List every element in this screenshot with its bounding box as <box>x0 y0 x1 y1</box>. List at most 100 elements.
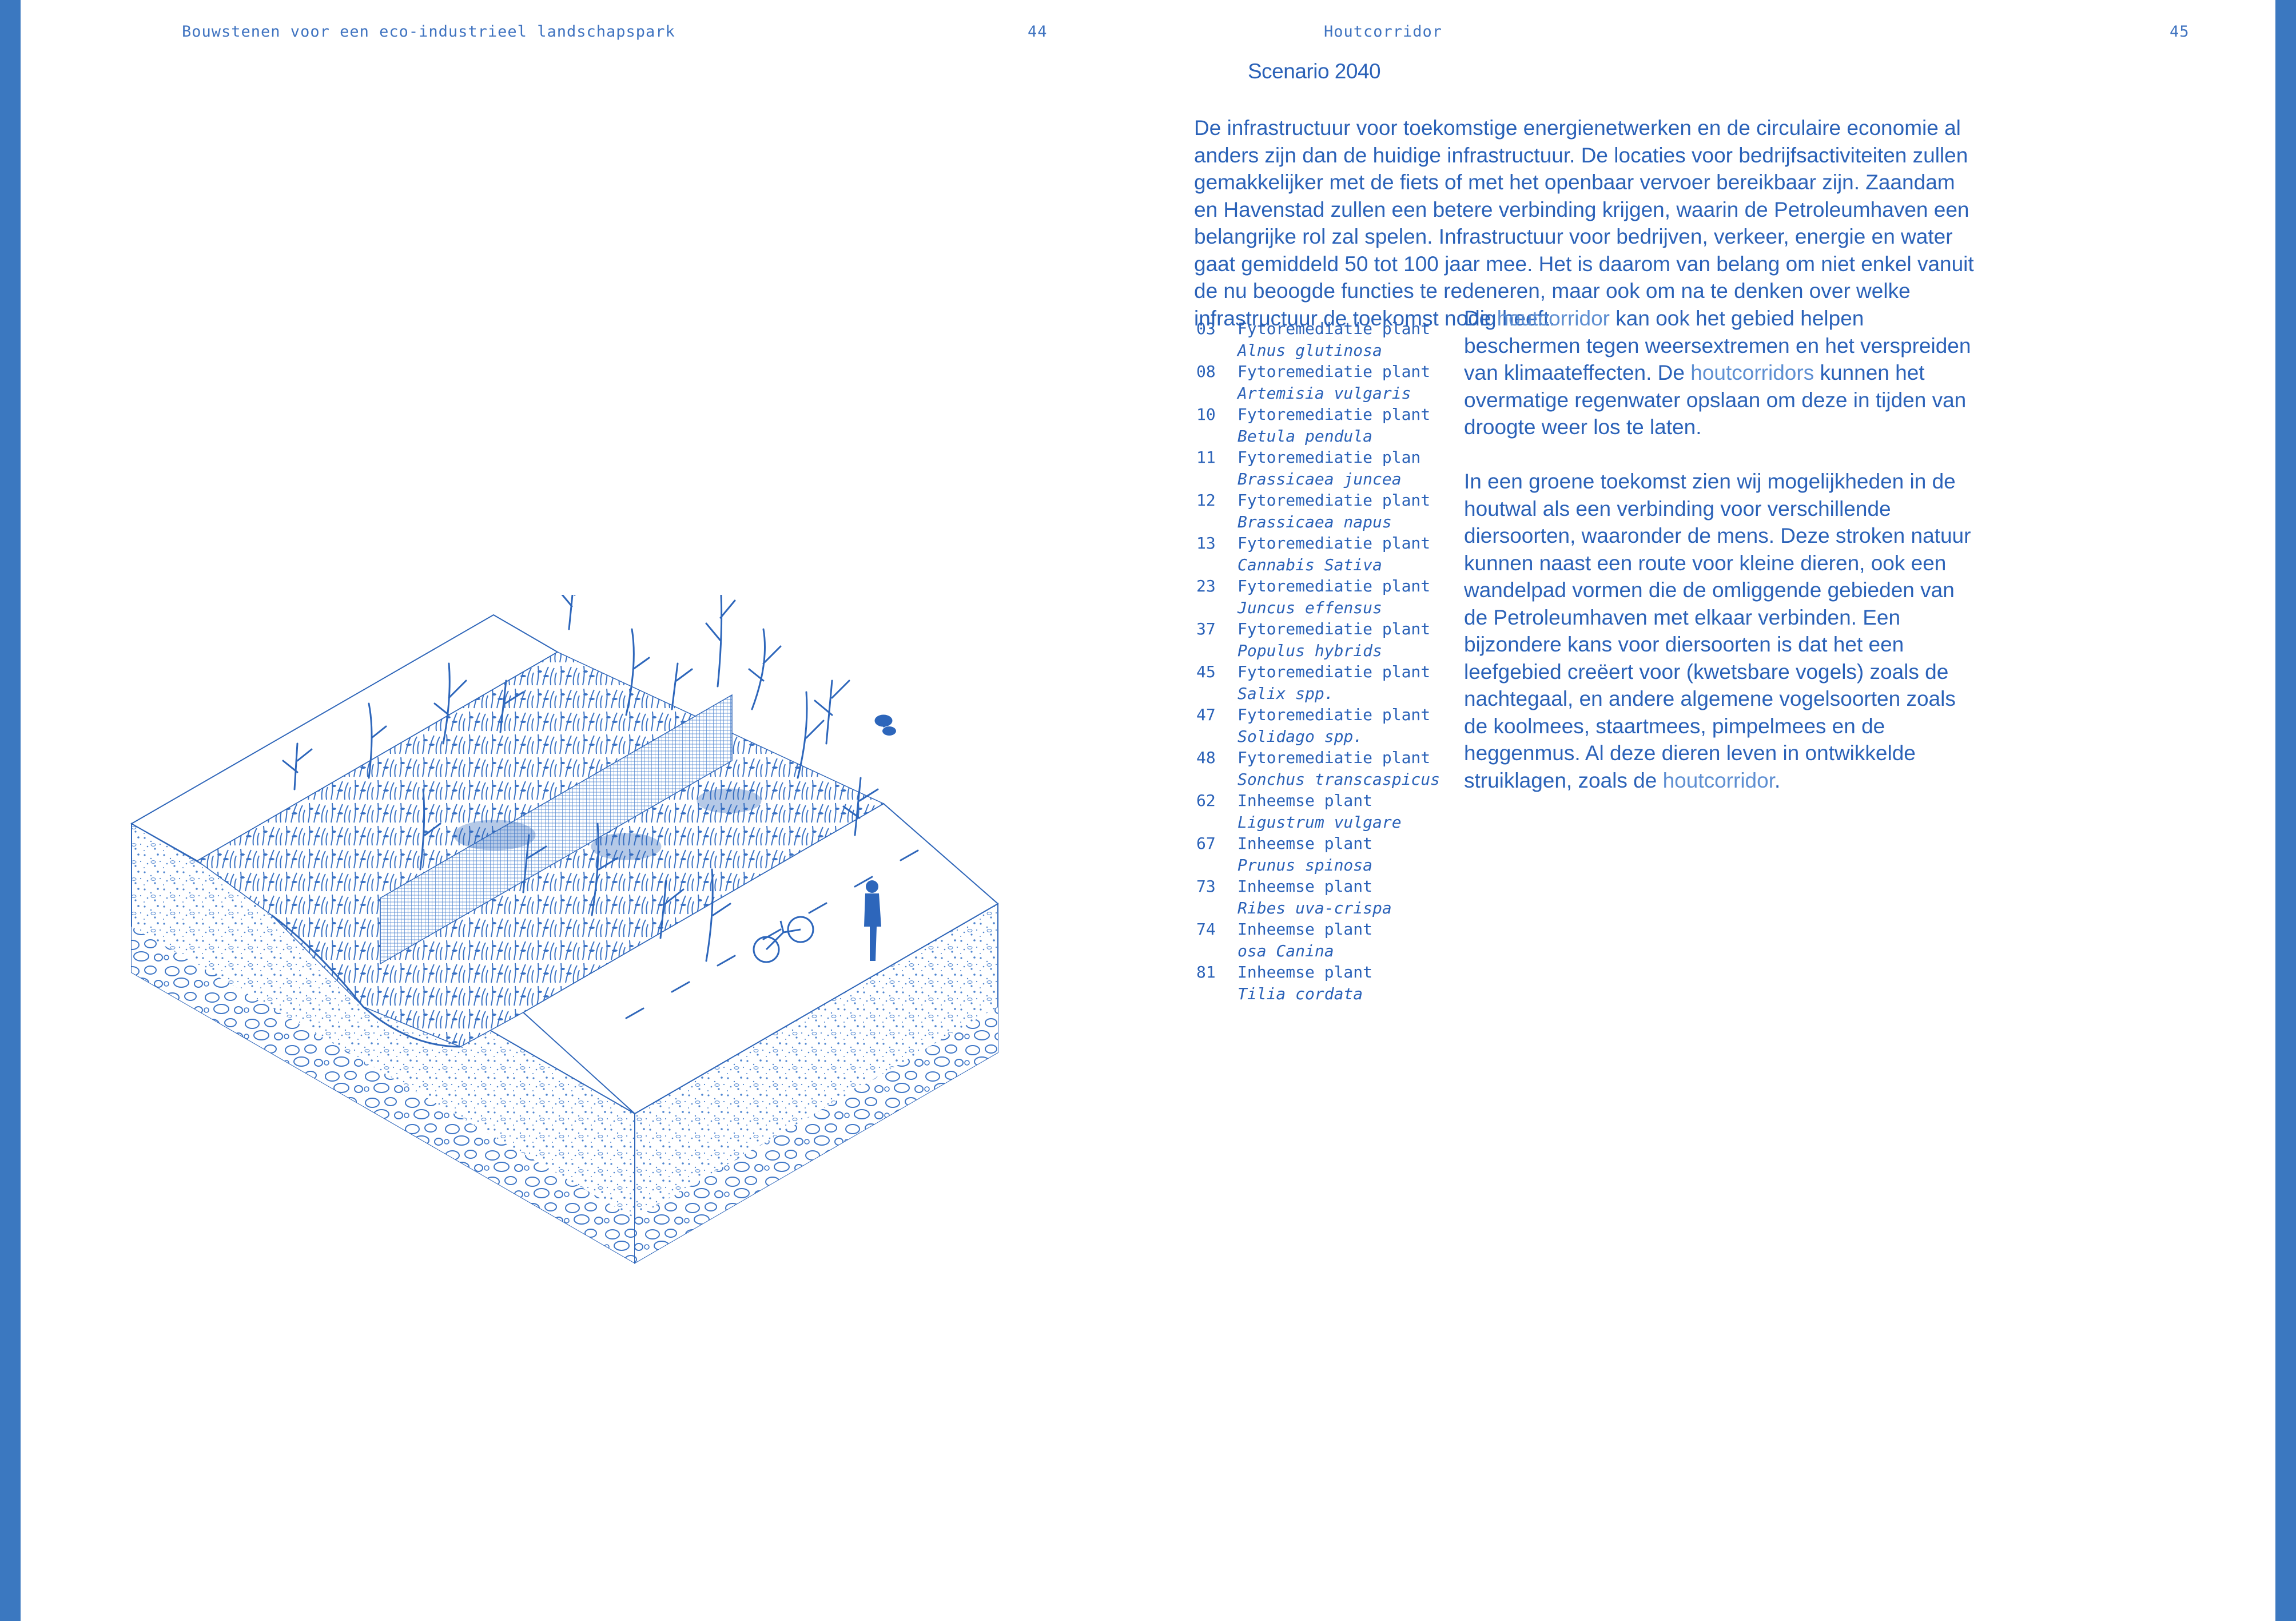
legend-number: 74 <box>1196 920 1216 939</box>
legend-spacer <box>1196 897 1237 919</box>
legend-kind: Inheemse plant <box>1237 834 1373 853</box>
legend-latin-row: Brassicaea napus <box>1196 511 1471 533</box>
isometric-corridor-illustration <box>130 595 999 1264</box>
legend-spacer <box>1196 554 1237 576</box>
running-header-right: Houtcorridor <box>1324 23 1443 41</box>
legend-kind: Fytoremediatie plant <box>1237 662 1431 681</box>
legend-latin-name: Prunus spinosa <box>1237 855 1373 875</box>
legend-latin-name: Juncus effensus <box>1237 598 1382 617</box>
legend-latin-name: Brassicaea napus <box>1237 512 1392 531</box>
legend-number: 03 <box>1196 319 1216 338</box>
bird-figure <box>878 720 896 736</box>
legend-latin-name: Ligustrum vulgare <box>1237 812 1402 832</box>
legend-latin-row: osa Canina <box>1196 940 1471 962</box>
legend-entry: 48 Fytoremediatie plant <box>1196 747 1471 769</box>
legend-latin-row: Betula pendula <box>1196 426 1471 447</box>
legend-latin-row: Alnus glutinosa <box>1196 340 1471 361</box>
legend-spacer <box>1196 726 1237 748</box>
legend-spacer <box>1196 383 1237 404</box>
legend-spacer <box>1196 983 1237 1005</box>
legend-number: 37 <box>1196 619 1216 638</box>
legend-spacer <box>1196 769 1237 790</box>
text-run: De <box>1464 307 1497 330</box>
plant-silhouettes <box>282 595 893 962</box>
legend-latin-name: Alnus glutinosa <box>1237 340 1382 360</box>
legend-spacer <box>1196 683 1237 705</box>
page-number-right: 45 <box>2170 23 2190 41</box>
legend-spacer <box>1196 940 1237 962</box>
legend-kind: Fytoremediatie plant <box>1237 405 1431 424</box>
legend-entry: 11 Fytoremediatie plan <box>1196 447 1471 468</box>
legend-number: 11 <box>1196 448 1216 467</box>
legend-entry: 81 Inheemse plant <box>1196 962 1471 983</box>
legend-latin-row: Juncus effensus <box>1196 597 1471 619</box>
main-text-column: De houtcorridor kan ook het gebied helpe… <box>1464 305 1981 821</box>
legend-latin-row: Ribes uva-crispa <box>1196 897 1471 919</box>
text-run: In een groene toekomst zien wij mogelijk… <box>1464 470 1971 792</box>
legend-spacer <box>1196 597 1237 619</box>
legend-entry: 10 Fytoremediatie plant <box>1196 404 1471 426</box>
legend-spacer <box>1196 640 1237 662</box>
legend-latin-row: Brassicaea juncea <box>1196 468 1471 490</box>
legend-latin-row: Artemisia vulgaris <box>1196 383 1471 404</box>
legend-entry: 45 Fytoremediatie plant <box>1196 661 1471 683</box>
running-header-left: Bouwstenen voor een eco-industrieel land… <box>182 23 675 41</box>
legend-spacer <box>1196 468 1237 490</box>
legend-latin-name: Ribes uva-crispa <box>1237 898 1392 917</box>
legend-latin-row: Sonchus transcaspicus <box>1196 769 1471 790</box>
legend-entry: 08 Fytoremediatie plant <box>1196 361 1471 383</box>
legend-number: 48 <box>1196 748 1216 767</box>
legend-latin-row: Ligustrum vulgare <box>1196 812 1471 833</box>
text-run: kan ook het gebied helpen beschermen teg… <box>1464 307 1971 384</box>
legend-kind: Fytoremediatie plant <box>1237 577 1431 595</box>
legend-latin-name: Sonchus transcaspicus <box>1237 769 1441 789</box>
legend-spacer <box>1196 855 1237 876</box>
legend-number: 10 <box>1196 405 1216 424</box>
legend-entry: 74 Inheemse plant <box>1196 919 1471 940</box>
left-page-edge <box>0 0 21 1621</box>
legend-spacer <box>1196 511 1237 533</box>
legend-kind: Fytoremediatie plant <box>1237 362 1431 381</box>
legend-kind: Fytoremediatie plant <box>1237 491 1431 510</box>
text-run: . <box>1774 768 1781 792</box>
legend-latin-row: Populus hybrids <box>1196 640 1471 662</box>
legend-number: 73 <box>1196 877 1216 896</box>
legend-latin-row: Solidago spp. <box>1196 726 1471 748</box>
legend-number: 45 <box>1196 662 1216 681</box>
legend-latin-name: Artemisia vulgaris <box>1237 383 1411 403</box>
legend-number: 81 <box>1196 963 1216 982</box>
legend-entry: 23 Fytoremediatie plant <box>1196 575 1471 597</box>
legend-latin-name: osa Canina <box>1237 941 1334 960</box>
term-houtcorridors: houtcorridors <box>1690 361 1814 384</box>
legend-number: 23 <box>1196 577 1216 595</box>
term-houtcorridor: houtcorridor <box>1662 768 1774 792</box>
legend-latin-row: Salix spp. <box>1196 683 1471 705</box>
legend-kind: Inheemse plant <box>1237 920 1373 939</box>
section-title: Scenario 2040 <box>1248 59 1381 83</box>
bicycle-figure <box>753 916 814 963</box>
intro-paragraph: De infrastructuur voor toekomstige energ… <box>1194 116 1974 330</box>
legend-spacer <box>1196 812 1237 833</box>
legend-kind: Fytoremediatie plant <box>1237 319 1431 338</box>
legend-kind: Fytoremediatie plan <box>1237 448 1421 467</box>
right-page-edge <box>2275 0 2296 1621</box>
legend-kind: Fytoremediatie plant <box>1237 748 1431 767</box>
paragraph-species: In een groene toekomst zien wij mogelijk… <box>1464 468 1981 794</box>
legend-number: 67 <box>1196 834 1216 853</box>
legend-number: 08 <box>1196 362 1216 381</box>
legend-kind: Inheemse plant <box>1237 791 1373 810</box>
legend-entry: 03 Fytoremediatie plant <box>1196 318 1471 340</box>
legend-latin-row: Cannabis Sativa <box>1196 554 1471 576</box>
legend-number: 13 <box>1196 534 1216 553</box>
legend-kind: Fytoremediatie plant <box>1237 534 1431 553</box>
legend-latin-name: Populus hybrids <box>1237 641 1382 660</box>
legend-spacer <box>1196 340 1237 361</box>
walker-figure <box>864 880 881 961</box>
legend-latin-name: Cannabis Sativa <box>1237 555 1382 574</box>
legend-kind: Inheemse plant <box>1237 963 1373 982</box>
